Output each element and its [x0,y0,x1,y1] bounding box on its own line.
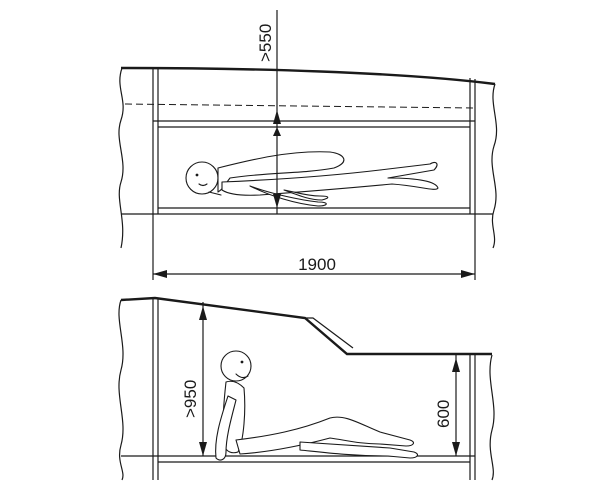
lying-berth-view: >550 1900 [118,10,498,280]
left-break-line-lower [118,299,124,481]
low-clearance-label: 600 [434,400,453,428]
sitting-clearance-label: >950 [181,380,200,418]
right-break-line-lower [489,354,495,481]
left-break-line [118,67,124,249]
ceiling-line [120,66,496,86]
length-label: 1900 [298,255,336,274]
sitting-person-figure [215,350,419,461]
ceiling-step-inner [305,317,354,349]
lying-person-figure [185,151,439,207]
top-clearance-label: >550 [256,24,275,62]
right-break-line [491,83,498,249]
ceiling-profile [120,296,492,356]
dashed-contour [124,103,476,109]
sitting-berth-view: >950 600 [118,296,495,481]
